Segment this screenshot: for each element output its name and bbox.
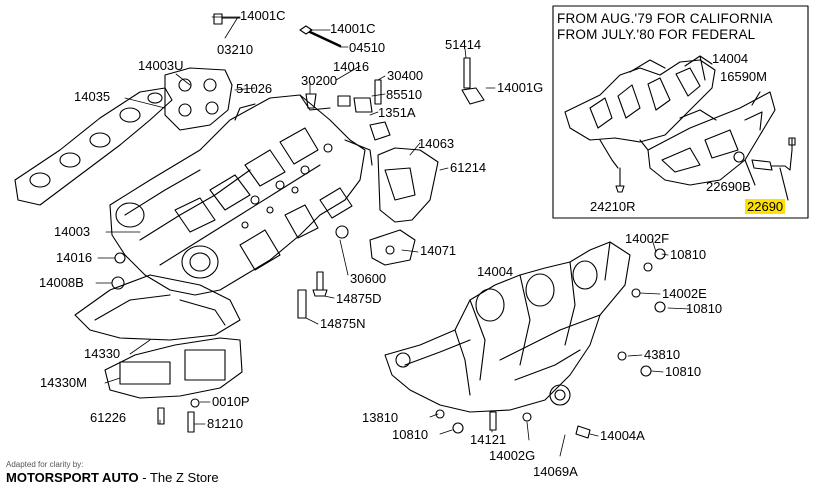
part-label-14875d[interactable]: 14875D <box>336 291 382 306</box>
support-bracket <box>369 147 439 266</box>
part-label-30200[interactable]: 30200 <box>301 73 338 88</box>
part-label-30600[interactable]: 30600 <box>350 271 387 286</box>
exhaust-manifold <box>384 241 631 413</box>
part-label-14008b[interactable]: 14008B <box>39 275 84 290</box>
inset-exhaust-manifold <box>564 55 716 169</box>
part-label-22690-highlighted[interactable]: 22690 <box>745 199 786 214</box>
credit-brand-name: MOTORSPORT AUTO <box>6 470 139 485</box>
part-label-24210r[interactable]: 24210R <box>590 199 636 214</box>
part-label-14004-main[interactable]: 14004 <box>477 264 514 279</box>
part-label-14001c[interactable]: 14001C <box>240 8 286 23</box>
part-label-14002f[interactable]: 14002F <box>625 231 670 246</box>
intake-manifold <box>109 94 373 296</box>
heat-plate <box>74 274 241 341</box>
part-label-10810-b[interactable]: 10810 <box>686 301 723 316</box>
part-label-14330[interactable]: 14330 <box>84 346 121 361</box>
part-label-14002g[interactable]: 14002G <box>489 448 536 463</box>
bolts-lower-left <box>157 398 200 433</box>
exhaust-fasteners <box>435 248 666 439</box>
plenum-gasket <box>164 67 233 131</box>
part-label-51026[interactable]: 51026 <box>236 81 273 96</box>
part-label-14003u[interactable]: 14003U <box>138 58 184 73</box>
part-label-43810[interactable]: 43810 <box>644 347 681 362</box>
part-label-1351a[interactable]: 1351A <box>378 105 416 120</box>
part-label-03210[interactable]: 03210 <box>217 42 254 57</box>
part-label-14063[interactable]: 14063 <box>418 136 455 151</box>
sensors-left <box>111 225 349 319</box>
part-label-10810-a[interactable]: 10810 <box>670 247 707 262</box>
part-label-14330m[interactable]: 14330M <box>40 375 87 390</box>
inset-note-line1: FROM AUG.'79 FOR CALIFORNIA <box>557 11 773 26</box>
credit-brand: MOTORSPORT AUTO - The Z Store <box>6 470 219 485</box>
part-label-14002e[interactable]: 14002E <box>662 286 707 301</box>
part-label-14001g[interactable]: 14001G <box>497 80 544 95</box>
part-label-14004-inset[interactable]: 14004 <box>712 51 749 66</box>
part-label-81210[interactable]: 81210 <box>207 416 244 431</box>
part-label-10810-d[interactable]: 10810 <box>392 427 429 442</box>
part-label-51414[interactable]: 51414 <box>445 37 482 52</box>
inset-note: FROM AUG.'79 FOR CALIFORNIA FROM JULY.'8… <box>557 11 773 43</box>
part-label-61214[interactable]: 61214 <box>450 160 487 175</box>
inset-frame <box>552 5 809 219</box>
part-label-85510[interactable]: 85510 <box>386 87 423 102</box>
inset-note-line2: FROM JULY.'80 FOR FEDERAL <box>557 27 756 42</box>
part-label-14004a[interactable]: 14004A <box>600 428 645 443</box>
part-label-14003[interactable]: 14003 <box>54 224 91 239</box>
intake-gasket <box>14 87 173 206</box>
part-label-14071[interactable]: 14071 <box>420 243 457 258</box>
part-label-14069a[interactable]: 14069A <box>533 464 578 479</box>
fasteners-top <box>213 13 485 141</box>
leader-lines <box>95 16 691 457</box>
highlight-22690: 22690 <box>745 199 786 214</box>
inset-heat-shield <box>647 91 776 186</box>
credit-adapted-text: Adapted for clarity by: <box>6 460 84 469</box>
heat-plate-lower <box>104 337 243 399</box>
part-label-14016-top[interactable]: 14016 <box>333 59 370 74</box>
part-label-14121[interactable]: 14121 <box>470 432 507 447</box>
part-label-16590m[interactable]: 16590M <box>720 69 767 84</box>
part-label-22690b[interactable]: 22690B <box>706 179 751 194</box>
part-label-0010p[interactable]: 0010P <box>212 394 250 409</box>
credit-tagline: - The Z Store <box>138 470 219 485</box>
part-label-14016-left[interactable]: 14016 <box>56 250 93 265</box>
part-label-04510[interactable]: 04510 <box>349 40 386 55</box>
part-label-14035[interactable]: 14035 <box>74 89 111 104</box>
part-label-14001c-2[interactable]: 14001C <box>330 21 376 36</box>
inset-o2-sensor <box>733 137 796 171</box>
part-label-30400[interactable]: 30400 <box>387 68 424 83</box>
part-label-13810[interactable]: 13810 <box>362 410 399 425</box>
part-label-10810-c[interactable]: 10810 <box>665 364 702 379</box>
part-label-14875n[interactable]: 14875N <box>320 316 366 331</box>
part-label-61226[interactable]: 61226 <box>90 410 127 425</box>
